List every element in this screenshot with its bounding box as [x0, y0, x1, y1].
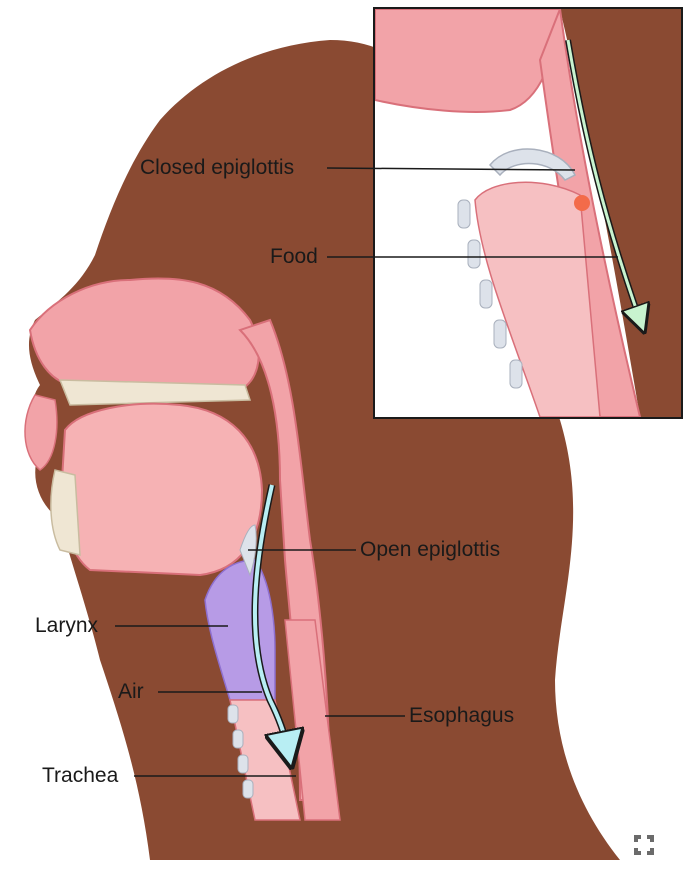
nasal-cavity: [30, 278, 259, 390]
label-open-epiglottis: Open epiglottis: [360, 538, 500, 562]
hard-palate: [60, 380, 250, 405]
label-food: Food: [270, 245, 318, 269]
food-bolus: [574, 195, 590, 211]
mandible: [51, 470, 80, 555]
label-closed-epiglottis: Closed epiglottis: [140, 156, 294, 180]
label-larynx: Larynx: [35, 614, 98, 638]
cross-clinic-logo-icon: [632, 833, 656, 857]
tongue: [62, 404, 262, 575]
label-esophagus: Esophagus: [409, 704, 514, 728]
label-trachea: Trachea: [42, 764, 118, 788]
label-air: Air: [118, 680, 144, 704]
